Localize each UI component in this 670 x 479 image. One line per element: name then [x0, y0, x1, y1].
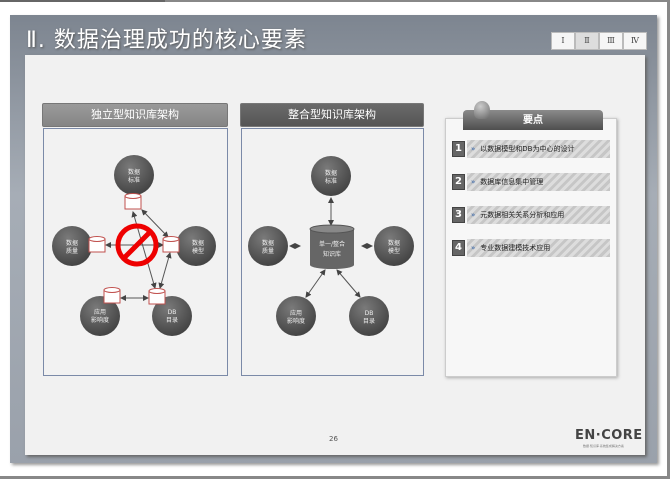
node-label: 目录: [166, 316, 178, 324]
node-label: DB: [168, 309, 177, 316]
cylinder-icon: [124, 193, 142, 210]
cylinder-icons: [88, 193, 180, 305]
node-label: 模型: [388, 247, 400, 255]
item-text: 数据库信息集中管理: [480, 178, 544, 186]
item-text: 以数据模型和DB为中心的设计: [480, 145, 575, 153]
nav-button-1[interactable]: Ⅰ: [551, 32, 575, 50]
item-text: 专业数据建模技术应用: [480, 244, 551, 252]
node-label: 应用: [94, 308, 106, 316]
left-nodes: [52, 155, 216, 336]
node-impact: [80, 296, 120, 336]
node-label: 模型: [192, 247, 204, 255]
key-points-header: 要点: [463, 110, 603, 130]
arrow-icon: »: [471, 145, 476, 153]
cylinder-icon: [162, 236, 180, 253]
node-quality: [248, 226, 288, 266]
left-arrows: [105, 209, 172, 301]
node-label: 质量: [66, 247, 78, 255]
item-text: 元数据相关关系分析和应用: [480, 211, 565, 219]
page-number: 26: [329, 435, 338, 443]
node-model: [176, 226, 216, 266]
key-item: 1 » 以数据模型和DB为中心的设计: [452, 140, 610, 158]
node-label: 数据: [128, 168, 140, 176]
window-edge: [0, 476, 670, 479]
arrow-icon: »: [471, 244, 476, 252]
nav-button-4[interactable]: Ⅳ: [623, 32, 647, 50]
node-label: 数据: [388, 239, 400, 247]
node-standard: [114, 155, 154, 195]
central-repository-cylinder: [309, 224, 355, 269]
section-nav: Ⅰ Ⅱ Ⅲ Ⅳ: [551, 32, 647, 50]
node-label: 数据: [262, 239, 274, 247]
node-db: [152, 296, 192, 336]
key-item: 4 » 专业数据建模技术应用: [452, 239, 610, 257]
arrow-icon: »: [471, 178, 476, 186]
node-label: DB: [365, 310, 374, 317]
window-edge: [0, 0, 670, 2]
node-label: 影响度: [287, 317, 305, 325]
center-label: 知识库: [323, 250, 341, 258]
node-db: [349, 296, 389, 336]
middle-arrows: [289, 197, 373, 298]
cylinder-icon: [88, 236, 106, 253]
node-quality: [52, 226, 92, 266]
item-number: 1: [452, 141, 465, 157]
cylinder-icon: [103, 287, 121, 304]
key-item: 2 » 数据库信息集中管理: [452, 173, 610, 191]
item-number: 2: [452, 174, 465, 190]
node-label: 应用: [290, 309, 302, 317]
logo: EN·CORE: [575, 428, 643, 443]
node-impact: [276, 296, 316, 336]
person-icon: [474, 101, 490, 119]
node-model: [374, 226, 414, 266]
prohibited-icon: [115, 223, 159, 267]
item-number: 3: [452, 207, 465, 223]
cylinder-icon: [148, 288, 166, 305]
item-number: 4: [452, 240, 465, 256]
node-label: 数据: [325, 169, 337, 177]
key-item: 3 » 元数据相关关系分析和应用: [452, 206, 610, 224]
node-label: 数据: [192, 239, 204, 247]
node-label: 标准: [325, 177, 337, 185]
center-label: 单一/整合: [319, 240, 345, 248]
middle-nodes: [248, 156, 414, 336]
node-label: 标准: [128, 176, 140, 184]
node-label: 影响度: [91, 316, 109, 324]
window-edge: [667, 0, 670, 479]
logo-subtitle: 数据·知识库·系统集成解决方案: [583, 444, 624, 448]
window-edge: [0, 0, 165, 2]
node-standard: [311, 156, 351, 196]
node-label: 质量: [262, 247, 274, 255]
middle-header: 整合型知识库架构: [240, 103, 424, 127]
nav-button-2[interactable]: Ⅱ: [575, 32, 599, 50]
nav-button-3[interactable]: Ⅲ: [599, 32, 623, 50]
arrow-icon: »: [471, 211, 476, 219]
left-header: 独立型知识库架构: [42, 103, 228, 127]
node-label: 数据: [66, 239, 78, 247]
slide-title: Ⅱ. 数据治理成功的核心要素: [26, 28, 307, 53]
node-label: 目录: [363, 317, 375, 325]
